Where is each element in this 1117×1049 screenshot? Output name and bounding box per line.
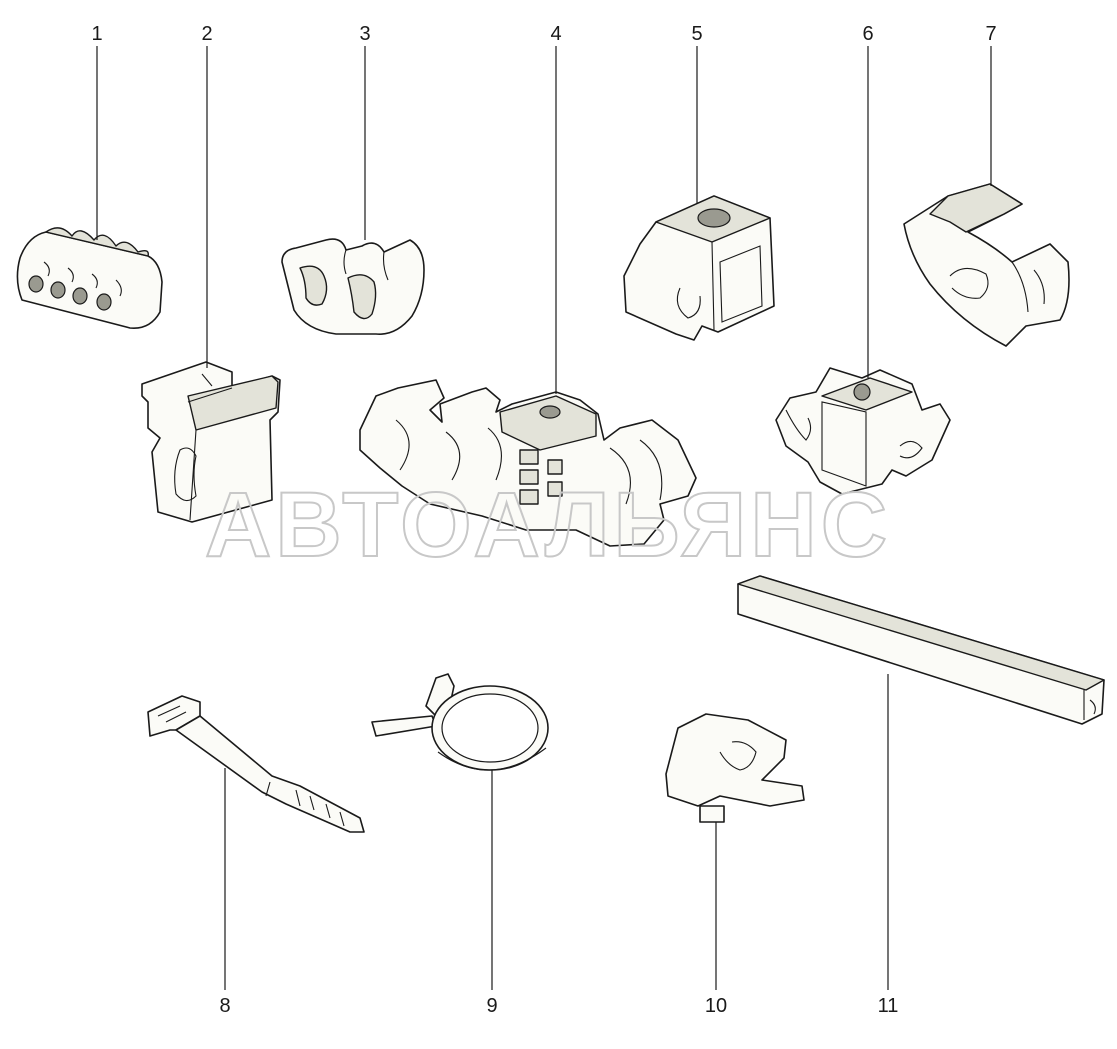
part-11-edge-strip bbox=[737, 575, 1105, 725]
callout-number-9: 9 bbox=[486, 995, 497, 1017]
part-2-clip bbox=[141, 361, 281, 523]
part-10-mushroom-clip bbox=[665, 713, 805, 823]
part-3-pipe-holder bbox=[281, 238, 425, 335]
callout-number-6: 6 bbox=[862, 23, 873, 45]
callout-number-1: 1 bbox=[91, 23, 102, 45]
callout-number-5: 5 bbox=[691, 23, 702, 45]
callout-number-10: 10 bbox=[705, 995, 727, 1017]
callout-number-4: 4 bbox=[550, 23, 561, 45]
part-7-spring-clip bbox=[903, 183, 1070, 347]
part-4-multi-holder bbox=[359, 379, 697, 547]
callout-number-8: 8 bbox=[219, 995, 230, 1017]
callout-number-2: 2 bbox=[201, 23, 212, 45]
part-6-box-holder bbox=[775, 367, 951, 495]
callout-number-3: 3 bbox=[359, 23, 370, 45]
part-9-loop-tie bbox=[371, 673, 549, 771]
callout-number-7: 7 bbox=[985, 23, 996, 45]
watermark-text: АВТОАЛЬЯНС bbox=[205, 474, 891, 576]
part-1-pipe-holder bbox=[16, 227, 163, 329]
part-5-box-holder bbox=[623, 195, 775, 341]
part-8-cable-tie bbox=[147, 695, 365, 833]
callout-number-11: 11 bbox=[878, 995, 899, 1017]
